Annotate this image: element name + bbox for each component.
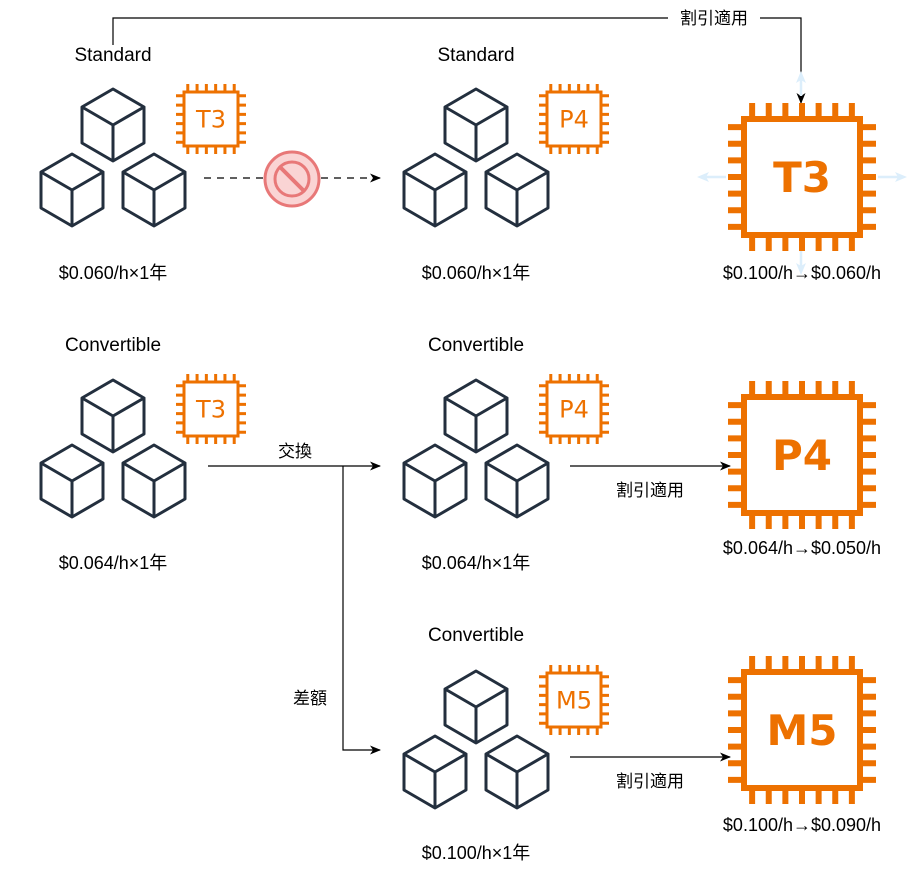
processor-chip-icon: T3 [728,103,876,251]
edge-top-discount: 割引適用 [112,6,806,104]
processor-chip-icon: M5 [539,665,609,735]
chip-label: M5 [766,706,837,755]
edge-label-exchange: 交換 [278,442,312,462]
chip-label: M5 [556,687,592,715]
edge-label-discount-m5: 割引適用 [616,772,684,792]
processor-chip-icon: M5 [728,656,876,804]
price-label: $0.064/h×1年 [59,553,168,573]
instance-cubes-icon [402,378,550,519]
edge-label-top-discount: 割引適用 [680,9,748,29]
node-discounted-p4: P4 $0.064/h→$0.050/h [723,381,881,558]
price-label: $0.064/h→$0.050/h [723,538,881,558]
node-convertible-m5: Convertible M5 $0.100/h×1年 [402,625,609,863]
processor-chip-icon: T3 [176,84,246,154]
edge-label-difference: 差額 [293,689,327,709]
processor-chip-icon: P4 [539,374,609,444]
edge-discount-p4: 割引適用 [570,461,731,501]
node-standard-p4: Standard P4 $0.060/h×1年 [402,45,609,283]
resize-arrows [697,71,907,275]
plan-label: Standard [437,45,514,66]
price-label: $0.060/h×1年 [59,263,168,283]
plan-label: Convertible [428,625,524,646]
node-standard-t3: Standard T3 $0.060/h×1年 [39,45,246,283]
node-convertible-t3: Convertible T3 $0.064/h×1年 [39,335,246,573]
node-discounted-m5: M5 $0.100/h→$0.090/h [723,656,881,835]
plan-label: Standard [74,45,151,66]
plan-label: Convertible [428,335,524,356]
chip-label: T3 [773,153,831,202]
node-convertible-p4: Convertible P4 $0.064/h×1年 [402,335,609,573]
price-label: $0.100/h→$0.090/h [723,815,881,835]
plan-label: Convertible [65,335,161,356]
price-label: $0.100/h×1年 [422,843,531,863]
instance-cubes-icon [39,87,187,228]
processor-chip-icon: P4 [539,84,609,154]
edge-label-discount-p4: 割引適用 [616,481,684,501]
edge-difference: 差額 [285,466,381,755]
processor-chip-icon: P4 [728,381,876,529]
instance-cubes-icon [39,378,187,519]
chip-label: P4 [559,396,589,424]
price-label: $0.064/h×1年 [422,553,531,573]
no-entry-icon [263,150,321,208]
chip-label: P4 [559,106,589,134]
instance-cubes-icon [402,87,550,228]
price-label: $0.100/h→$0.060/h [723,263,881,283]
edge-blocked [204,150,381,208]
edge-exchange: 交換 [208,442,381,471]
processor-chip-icon: T3 [176,374,246,444]
edge-discount-m5: 割引適用 [570,752,731,792]
node-discounted-t3: T3 $0.100/h→$0.060/h [723,103,881,283]
chip-label: T3 [195,106,226,134]
chip-label: P4 [772,431,832,480]
instance-cubes-icon [402,669,550,810]
chip-label: T3 [195,396,226,424]
price-label: $0.060/h×1年 [422,263,531,283]
